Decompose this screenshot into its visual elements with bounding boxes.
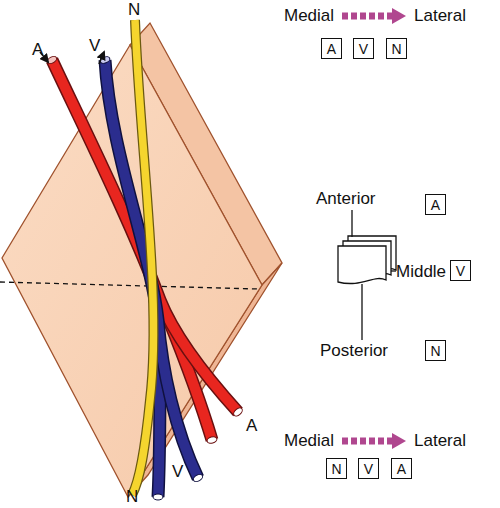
artery-label: A [32,40,43,60]
nerve-label: N [128,0,140,20]
layer-label: Anterior [316,189,376,209]
direction-arrow [342,8,406,24]
vein-label: V [89,36,100,56]
box-letter: N [391,41,401,57]
leader-line [391,270,396,271]
artery-box: A [321,38,342,59]
direction-arrow [342,433,406,449]
nerve-label: N [126,487,138,507]
box-letter: N [331,461,341,477]
box-letter: V [364,461,373,477]
artery-label: A [246,416,257,436]
box-letter: A [327,41,336,57]
direction-label: Lateral [414,431,466,451]
direction-label: Medial [284,6,334,26]
leader-line [351,210,352,237]
box-letter: A [397,461,406,477]
box-letter: V [359,41,368,57]
vein-box: V [353,38,374,59]
layer-label: Middle [396,262,446,282]
layers-icon [338,236,396,284]
box-letter: V [456,263,465,279]
vein-box: V [450,260,471,281]
vein-box: V [358,458,379,479]
nerve-box: N [425,340,446,361]
direction-label: Medial [284,431,334,451]
artery-box: A [425,194,446,215]
vein-label: V [172,462,183,482]
box-letter: N [430,343,440,359]
section-line [0,282,258,289]
box-letter: A [431,197,440,213]
nerve [132,20,154,495]
leader-line [361,284,362,340]
nerve-box: N [326,458,347,479]
nerve-box: N [386,38,407,59]
direction-label: Lateral [414,6,466,26]
slab-face [2,45,262,497]
artery-box: A [391,458,412,479]
layer-label: Posterior [320,341,388,361]
